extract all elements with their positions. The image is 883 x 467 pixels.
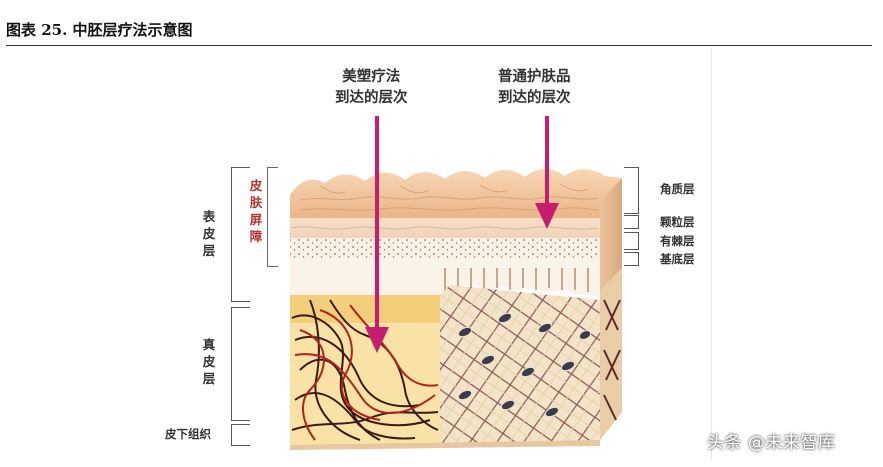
caption-divider (6, 45, 872, 46)
epidermis-bracket (231, 167, 250, 302)
block-bottom-edge (290, 440, 600, 450)
side-fibers (603, 299, 621, 421)
dermis-mesh-region (440, 285, 600, 445)
mesotherapy-label-line1: 美塑疗法 (342, 69, 401, 85)
page-edge-line (711, 48, 712, 460)
figure-caption: 图表 25. 中胚层疗法示意图 (6, 21, 193, 39)
stratum-spinosum-label: 有棘层 (660, 234, 695, 248)
barrier-bracket (267, 167, 278, 267)
dermis-label: 真皮层 (202, 337, 216, 386)
spinosum-bracket (624, 232, 639, 250)
corneum-bracket (624, 167, 639, 214)
arrow-down-icon (535, 116, 559, 229)
stratum-granulosum-layer (290, 218, 600, 238)
stratum-corneum-label: 角质层 (660, 182, 695, 196)
watermark: 头条 @未来智库 (707, 433, 836, 453)
barrier-label: 皮肤屏障 (249, 178, 263, 244)
dermis-bracket (231, 307, 250, 421)
granular-cell-lines (291, 226, 599, 230)
mesotherapy-arrow-label: 美塑疗法 到达的层次 (335, 67, 408, 109)
epidermis-label: 表皮层 (202, 209, 216, 258)
skincare-arrow-label: 普通护肤品 到达的层次 (498, 67, 571, 109)
subcutaneous-bracket (231, 424, 250, 446)
granulosum-bracket (624, 215, 639, 229)
stratum-spinosum-layer (290, 238, 600, 260)
arrow-down-icon (365, 116, 389, 353)
skincare-label-line2: 到达的层次 (498, 90, 571, 106)
collagen-fibers (291, 299, 439, 441)
stratum-basale-label: 基底层 (660, 252, 695, 266)
fibroblast-cells (457, 312, 592, 418)
stratum-granulosum-label: 颗粒层 (660, 215, 695, 229)
basale-bracket (624, 252, 639, 266)
basale-cell-columns (444, 268, 589, 292)
subcutaneous-label: 皮下组织 (165, 427, 211, 441)
skincare-label-line1: 普通护肤品 (498, 69, 571, 85)
mesotherapy-label-line2: 到达的层次 (335, 90, 408, 106)
